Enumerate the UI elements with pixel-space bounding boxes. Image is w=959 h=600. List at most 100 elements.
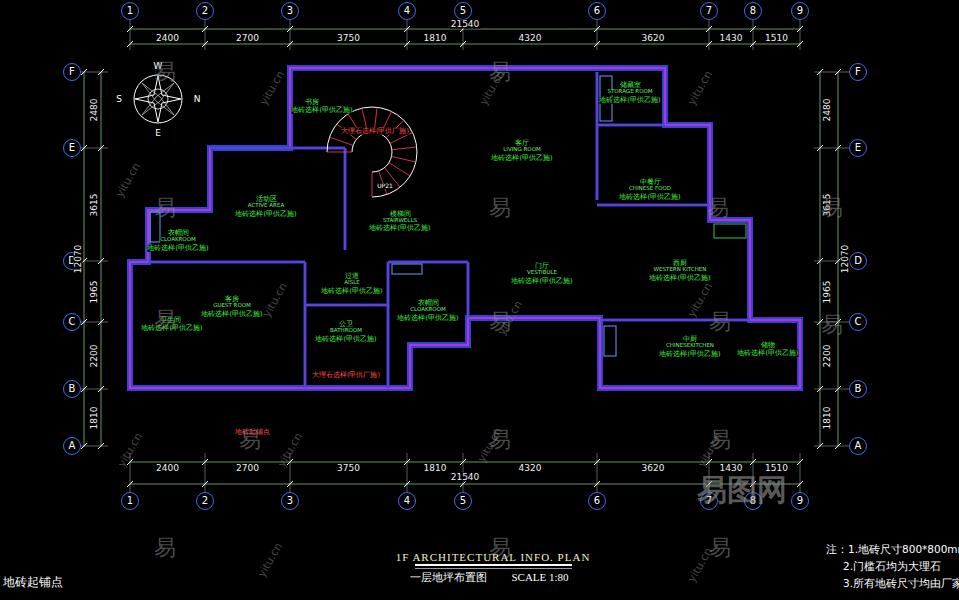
grid-label: 2 [202,6,208,16]
grid-bubble: C [849,313,867,331]
room-label: 储藏室 [620,82,641,89]
room-label-en: ACTIVE AREA [248,203,284,209]
dimension-tick [835,386,841,392]
room-label-en: CLOAKROOM [160,237,196,243]
grid-bubble: 3 [281,2,299,20]
dimension-tick [594,481,600,487]
dimension-text: 12070 [841,244,850,275]
stair-step [330,137,354,145]
dimension-tick [81,443,87,449]
interior-wall [596,72,599,200]
grid-label: 1 [127,496,133,506]
dimension-tick [98,443,104,449]
room-label: 过道 [345,273,359,280]
watermark: 易 [707,197,729,219]
marble-note: 大理石选样(甲供厂施) [312,372,380,379]
dimension-text: 2400 [155,464,180,473]
stair-step [392,147,417,150]
grid-bubble: B [849,380,867,398]
grid-label: 5 [460,496,466,506]
grid-label: F [855,67,861,77]
grid-label: F [69,67,75,77]
dimension-tick [98,258,104,264]
room-label: 地砖选样(甲供乙施) [147,245,208,252]
dimension-tick [98,386,104,392]
dimension-text: 2200 [823,343,832,368]
compass-star [142,83,174,115]
grid-label: E [855,143,861,153]
extension-line [597,20,598,50]
dimension-tick [797,481,803,487]
stair-note: UP21 [377,183,393,189]
watermark-logo: 易图网 [697,475,787,505]
stair-step [327,152,352,153]
dimension-tick [127,481,133,487]
note-text: 2.门槛石均为大理石 [843,561,941,572]
grid-bubble: 3 [281,492,299,510]
dimension-tick [127,41,133,47]
dimension-tick [817,386,823,392]
dimension-tick [594,26,600,32]
room-label-en: GUEST ROOM [213,303,251,309]
dimension-text: 2480 [90,98,99,123]
extension-line [800,20,801,50]
dimension-tick [81,386,87,392]
grid-label: D [854,256,862,266]
dimension-text: 2700 [235,464,260,473]
grid-bubble: 6 [588,2,606,20]
exterior-wall [130,68,800,388]
room-label-en: STORAGE ROOM [607,89,652,95]
watermark: 易 [239,429,261,451]
title-underline [415,568,572,569]
room-label: 衣帽间 [168,230,189,237]
title-underline [415,564,572,566]
grid-bubble: E [63,139,81,157]
grid-bubble: F [849,63,867,81]
grid-label: 9 [797,6,803,16]
room-label-en: CHINESEKITCHEN [666,343,714,349]
dimension-tick [797,26,803,32]
dimension-text: 1810 [423,34,448,43]
room-label: 储物 [761,342,775,349]
watermark: yitu.cn [114,161,142,199]
room-label: 客房 [225,296,239,303]
grid-label: 7 [706,6,712,16]
grid-bubble: B [63,380,81,398]
grid-label: 4 [404,6,410,16]
dimension-tick [404,41,410,47]
dimension-tick [817,258,823,264]
room-label: 公卫 [339,321,353,328]
interior-wall [388,262,389,388]
extension-line [290,20,291,50]
plan-subtitle: SCALE 1:80 [511,572,568,583]
interior-wall [305,262,306,388]
room-label-en: CHINESE FOOD [629,186,671,192]
dimension-text: 1510 [764,34,789,43]
grid-bubble: 4 [398,2,416,20]
dimension-tick [98,69,104,75]
room-label: 楼梯间 [390,211,411,218]
dimension-tick [835,69,841,75]
interior-wall [210,148,345,149]
extension-line [205,453,206,492]
grid-bubble: 9 [791,492,809,510]
interior-wall [467,262,470,318]
compass-letter: E [155,129,161,138]
watermark: yitu.cn [258,69,286,107]
room-label-en: CLOAKROOM [410,307,446,313]
dimension-text: 3620 [641,464,666,473]
dimension-tick [98,319,104,325]
watermark: 易 [709,311,731,333]
watermark: 易 [821,314,843,336]
dimension-tick [835,145,841,151]
dimension-line [130,29,800,30]
grid-label: A [69,441,76,451]
dimension-tick [202,26,208,32]
grid-bubble: 1 [121,2,139,20]
dimension-tick [594,459,600,465]
extension-line [800,453,801,492]
cabinet [604,326,616,356]
room-label: 地砖选样(甲供乙施) [737,350,798,357]
room-label: 地砖选样(甲供乙施) [201,311,262,318]
dimension-tick [797,41,803,47]
